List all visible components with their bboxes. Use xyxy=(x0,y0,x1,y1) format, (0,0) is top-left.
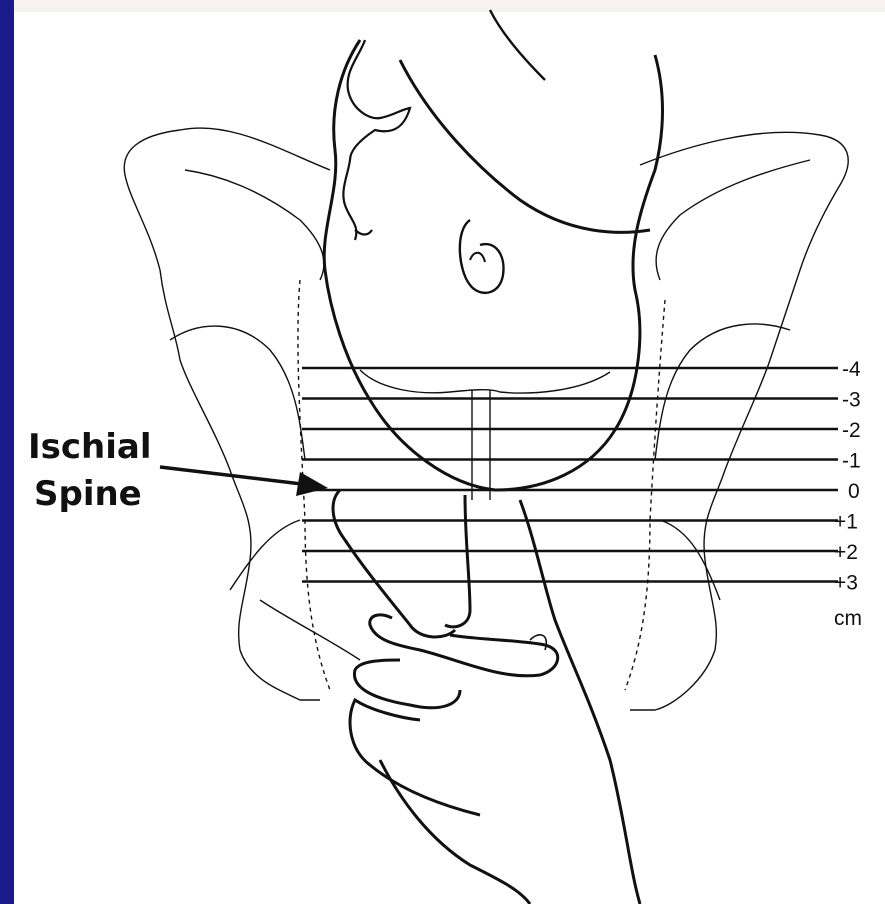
station-label: +1 xyxy=(834,511,858,534)
left-iliac-wing xyxy=(124,128,330,700)
fetal-chin xyxy=(490,10,545,80)
sacrum xyxy=(360,370,610,393)
station-label: -3 xyxy=(842,389,861,412)
little-finger xyxy=(350,700,480,815)
right-inlet-dashed xyxy=(625,300,665,690)
ischial-spine-callout: Ischial Spine xyxy=(28,427,328,514)
station-label: -1 xyxy=(842,450,861,473)
right-iliac-inner xyxy=(656,160,810,280)
left-iliac-inner xyxy=(185,170,324,280)
left-ischium xyxy=(230,520,300,590)
fetal-skull xyxy=(324,40,662,490)
station-label: +3 xyxy=(834,572,858,595)
fetal-ear xyxy=(460,220,504,293)
ring-finger xyxy=(354,660,460,708)
station-lines-group: -4 -3 -2 -1 0 +1 +2 +3 xyxy=(302,358,861,595)
fetal-ear-inner xyxy=(470,253,485,262)
station-label: -2 xyxy=(842,419,861,442)
index-finger xyxy=(333,490,455,637)
station-label: -4 xyxy=(842,358,861,381)
hand-palm xyxy=(520,500,640,904)
middle-finger xyxy=(445,495,470,627)
callout-label-line1: Ischial xyxy=(28,427,152,467)
station-label: +2 xyxy=(834,541,858,564)
callout-arrow-head xyxy=(296,472,328,496)
right-iliac-wing xyxy=(630,132,848,710)
callout-label-line2: Spine xyxy=(34,474,142,514)
fetal-eye xyxy=(355,230,372,235)
left-ilium-ridge xyxy=(170,326,305,460)
fetal-face-profile xyxy=(343,40,410,240)
pelvis-outline xyxy=(124,128,848,710)
right-ischium xyxy=(660,520,720,600)
unit-label: cm xyxy=(834,607,862,630)
station-label: 0 xyxy=(848,480,860,503)
sacral-midline xyxy=(472,390,490,500)
fetal-neck xyxy=(400,60,650,232)
right-ilium-ridge xyxy=(655,324,790,460)
wrist xyxy=(380,760,530,904)
fetal-head xyxy=(324,10,662,490)
